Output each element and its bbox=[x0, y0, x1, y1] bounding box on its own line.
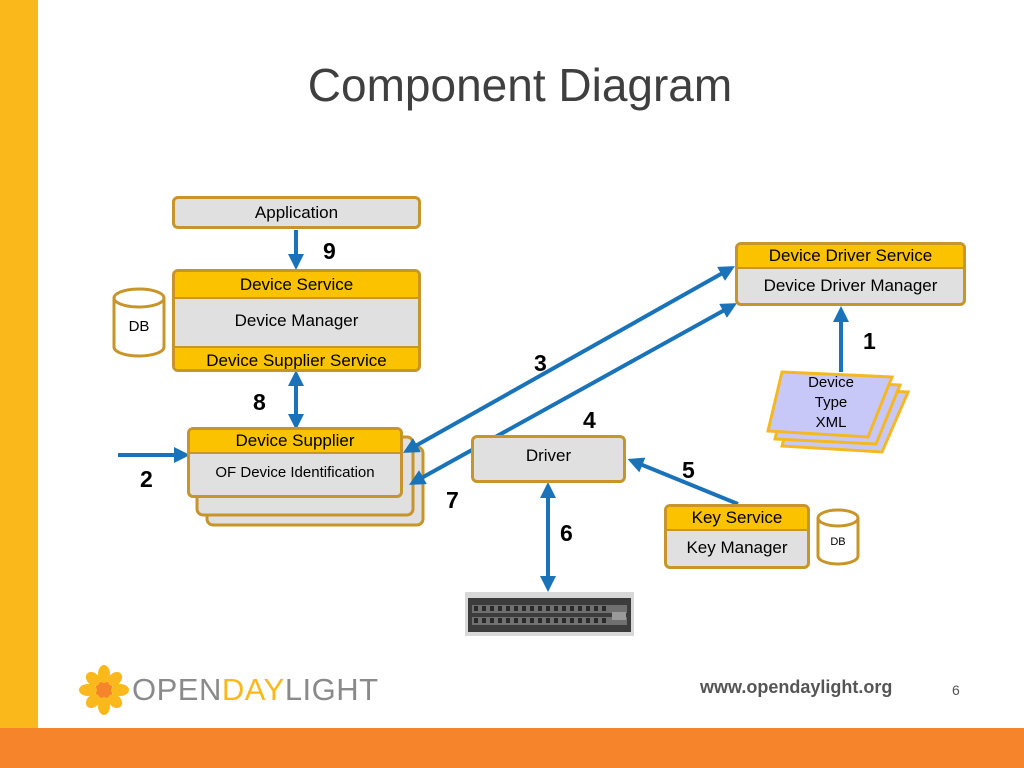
page-title: Component Diagram bbox=[307, 59, 733, 111]
device-type-xml-text: Device Type XML bbox=[792, 373, 870, 433]
device-supplier-box: Device Supplier OF Device Identification bbox=[187, 427, 403, 498]
arrow-3 bbox=[403, 266, 735, 453]
opendaylight-flower-icon bbox=[79, 665, 129, 715]
step-number-3: 3 bbox=[534, 350, 547, 376]
key-service-group: Key Service Key Manager bbox=[664, 504, 810, 569]
opendaylight-logo-text: OPENDAYLIGHT bbox=[132, 672, 379, 708]
step-number-8: 8 bbox=[253, 389, 266, 415]
driver-box: Driver bbox=[471, 435, 626, 483]
application-label: Application bbox=[254, 203, 339, 222]
db-right-label: DB bbox=[830, 536, 846, 548]
db-left-cylinder bbox=[112, 287, 166, 358]
device-supplier-service-footer: Device Supplier Service bbox=[175, 346, 418, 369]
arrow-5 bbox=[627, 457, 739, 506]
logo-light: LIGHT bbox=[284, 672, 379, 707]
driver-label: Driver bbox=[525, 446, 572, 465]
application-box: Application bbox=[172, 196, 421, 229]
db-left-label: DB bbox=[128, 318, 150, 335]
page-number: 6 bbox=[952, 682, 960, 698]
device-driver-service-group: Device Driver Service Device Driver Mana… bbox=[735, 242, 966, 306]
device-type-xml-stack bbox=[766, 370, 911, 454]
device-type-xml-line2: Type bbox=[814, 394, 848, 411]
device-service-group: Device Service Device Manager Device Sup… bbox=[172, 269, 421, 372]
step-number-6: 6 bbox=[560, 520, 573, 546]
device-service-header: Device Service bbox=[175, 272, 418, 299]
device-driver-service-header: Device Driver Service bbox=[738, 245, 963, 269]
step-number-9: 9 bbox=[323, 238, 336, 264]
logo-open: OPEN bbox=[132, 672, 222, 707]
of-device-identification-label: OF Device Identification bbox=[215, 464, 375, 481]
device-type-xml-line1: Device bbox=[808, 374, 854, 391]
step-number-7: 7 bbox=[446, 487, 459, 513]
footer-url: www.opendaylight.org bbox=[700, 677, 893, 697]
device-supplier-header: Device Supplier bbox=[190, 430, 400, 454]
db-right-cylinder bbox=[816, 508, 860, 566]
key-manager-label: Key Manager bbox=[686, 538, 788, 557]
device-type-xml-line3: XML bbox=[815, 414, 847, 431]
step-number-4: 4 bbox=[583, 407, 596, 433]
step-number-1: 1 bbox=[863, 328, 876, 354]
device-manager-label: Device Manager bbox=[234, 311, 359, 330]
left-accent-bar bbox=[0, 0, 38, 768]
network-switch-image bbox=[465, 592, 634, 636]
logo-day: DAY bbox=[221, 672, 285, 707]
step-number-2: 2 bbox=[140, 466, 153, 492]
device-driver-manager-label: Device Driver Manager bbox=[763, 276, 938, 295]
step-number-5: 5 bbox=[682, 457, 695, 483]
bottom-accent-bar bbox=[0, 728, 1024, 768]
key-service-header: Key Service bbox=[667, 507, 807, 531]
arrow-7 bbox=[409, 303, 737, 485]
